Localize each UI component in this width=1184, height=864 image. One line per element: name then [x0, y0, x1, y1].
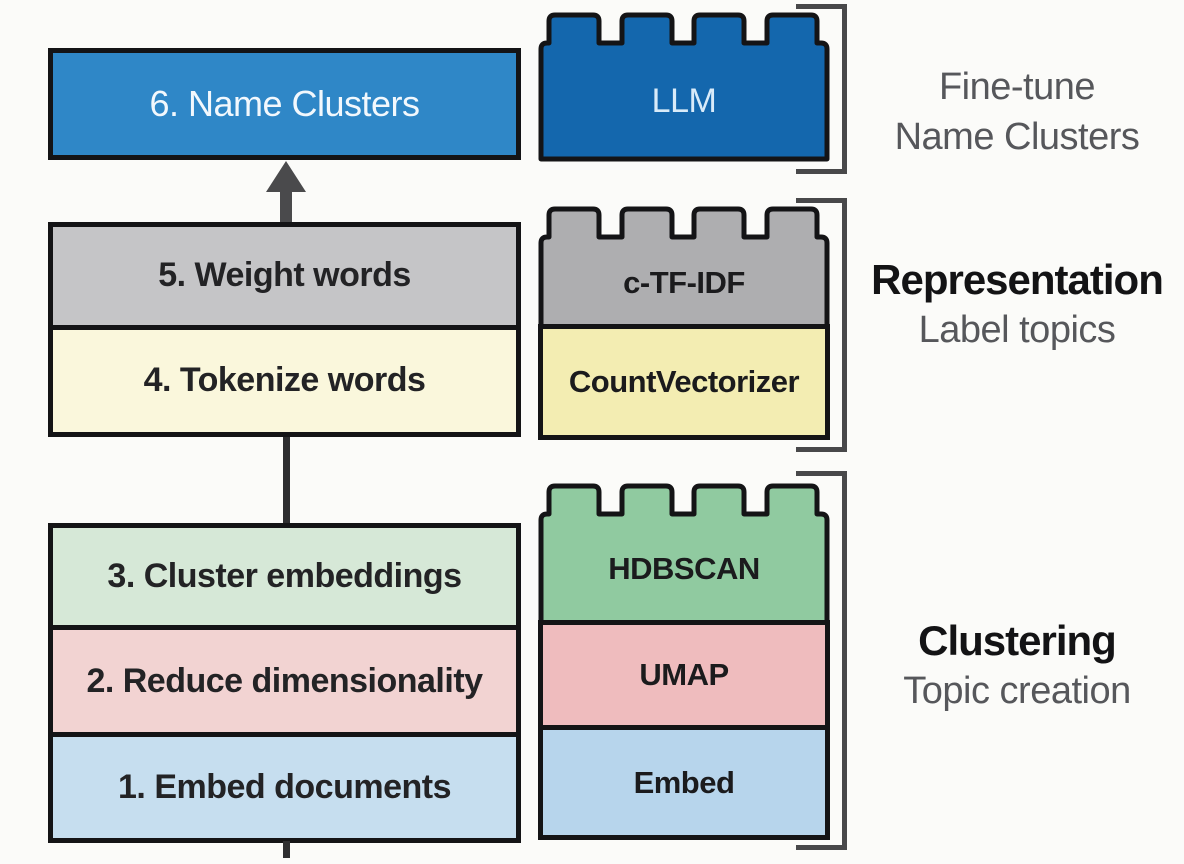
step-label-reduce-dimensionality: 2. Reduce dimensionality	[86, 661, 483, 700]
bracket-arm	[796, 447, 847, 452]
bracket-arm	[796, 169, 847, 174]
step-box-tokenize-words: 4. Tokenize words	[53, 329, 516, 432]
component-block-countvectorizer: CountVectorizer	[538, 324, 830, 440]
stage-subtitle: Topic creation	[903, 670, 1131, 712]
stage-title: Clustering	[918, 617, 1117, 664]
component-label-umap: UMAP	[639, 657, 729, 692]
step-label-tokenize-words: 4. Tokenize words	[143, 361, 426, 400]
bracket-arm	[796, 198, 847, 203]
stage-title: Fine-tune	[938, 66, 1096, 108]
stage-subtitle: Label topics	[918, 309, 1116, 351]
component-label-countvectorizer: CountVectorizer	[568, 364, 800, 399]
representation-steps-group: 5. Weight words 4. Tokenize words	[48, 222, 521, 437]
step-box-weight-words: 5. Weight words	[53, 227, 516, 330]
step-label-name-clusters: 6. Name Clusters	[149, 83, 420, 124]
bracket-arm	[796, 471, 847, 476]
component-label-llm: LLM	[651, 81, 717, 120]
stage-subtitle: Name Clusters	[894, 116, 1140, 158]
component-label-embed: Embed	[633, 764, 735, 800]
stage-label-clustering: Clustering Topic creation	[850, 616, 1184, 716]
lego-brick-hdbscan: HDBSCAN	[538, 483, 830, 627]
component-block-umap: UMAP	[538, 620, 830, 730]
step-label-embed-documents: 1. Embed documents	[118, 768, 451, 806]
connector-stub	[283, 841, 290, 858]
connector-line	[283, 437, 290, 528]
step-box-name-clusters: 6. Name Clusters	[48, 48, 521, 160]
step-label-cluster-embeddings: 3. Cluster embeddings	[107, 557, 462, 595]
arrow-up-icon	[266, 161, 306, 223]
step-box-cluster-embeddings: 3. Cluster embeddings	[53, 528, 516, 630]
bracket-clustering	[796, 471, 847, 850]
stage-label-fine-tune: Fine-tune Name Clusters	[850, 62, 1184, 162]
clustering-steps-group: 3. Cluster embeddings 2. Reduce dimensio…	[48, 523, 521, 843]
bracket-representation	[796, 198, 847, 452]
step-box-embed-documents: 1. Embed documents	[53, 737, 516, 838]
lego-brick-llm: LLM	[538, 12, 830, 162]
bracket-arm	[796, 845, 847, 850]
lego-brick-ctfidf: c-TF-IDF	[538, 206, 830, 332]
bracket-arm	[796, 4, 847, 9]
component-block-embed: Embed	[538, 725, 830, 840]
stage-title: Representation	[871, 256, 1164, 303]
step-label-weight-words: 5. Weight words	[158, 256, 411, 295]
component-label-hdbscan: HDBSCAN	[608, 551, 760, 586]
step-box-reduce-dimensionality: 2. Reduce dimensionality	[53, 630, 516, 737]
bracket-fine-tune	[796, 4, 847, 174]
component-label-ctfidf: c-TF-IDF	[623, 265, 745, 300]
stage-label-representation: Representation Label topics	[850, 255, 1184, 355]
